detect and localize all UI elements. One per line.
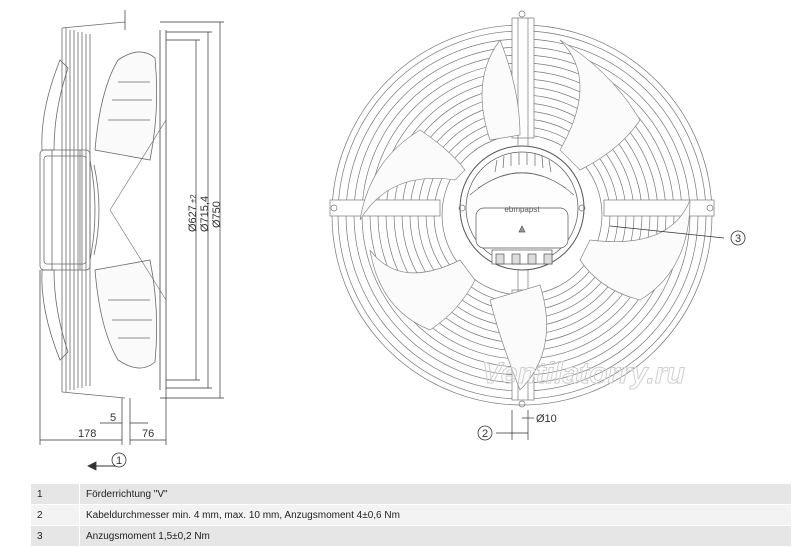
callout-1: 1 [111,452,127,468]
legend-text: Anzugsmoment 1,5±0,2 Nm [79,525,791,547]
impeller-blades [359,39,691,391]
motor-brand-label: ebmpapst [504,205,540,214]
svg-text:2: 2 [482,428,488,440]
hub-fins [494,153,552,173]
side-strut-top [41,59,69,151]
legend-num: 3 [31,525,80,547]
dim-hole-10: Ø10 [536,413,557,425]
legend-row: 3 Anzugsmoment 1,5±0,2 Nm [31,525,791,547]
legend-row: 2 Kabeldurchmesser min. 4 mm, max. 10 mm… [31,504,791,526]
side-blade-top [94,51,158,161]
dim-5: 5 [110,412,116,424]
rail-right [603,199,715,217]
legend-num: 2 [31,504,80,526]
dim-76: 76 [142,428,154,440]
svg-text:3: 3 [735,233,741,245]
legend-text: Förderrichtung "V" [79,484,791,505]
legend-row: 1 Förderrichtung "V" [31,484,791,505]
callout-2: 2 [477,425,493,441]
legend-table: 1 Förderrichtung "V" 2 Kabeldurchmesser … [31,484,791,547]
front-view [329,10,715,408]
side-vertical-dims [124,10,224,399]
side-horizontal-dims [39,270,167,445]
rail-left [329,199,441,217]
dim-178: 178 [78,428,96,440]
watermark: Ventilatorry.ru [482,357,685,390]
callout-3: 3 [730,230,746,246]
dim-627: Ø627±2 [187,194,199,232]
side-guard-grille [61,21,126,399]
legend-text: Kabeldurchmesser min. 4 mm, max. 10 mm, … [79,504,791,526]
dim-750: Ø750 [211,201,223,228]
side-blade-bottom [94,259,158,369]
legend-num: 1 [31,484,80,505]
svg-text:1: 1 [116,455,122,467]
side-motor [39,149,91,271]
side-strut-bottom [41,269,69,361]
motor-hub [459,145,585,271]
dim-715: Ø715,4 [199,196,211,232]
side-view [39,10,224,471]
front-callouts [496,225,725,440]
side-dim-labels: Ø627±2 Ø715,4 Ø750 178 5 76 [78,194,223,440]
technical-drawing: Ø627±2 Ø715,4 Ø750 178 5 76 1 [39,10,746,471]
